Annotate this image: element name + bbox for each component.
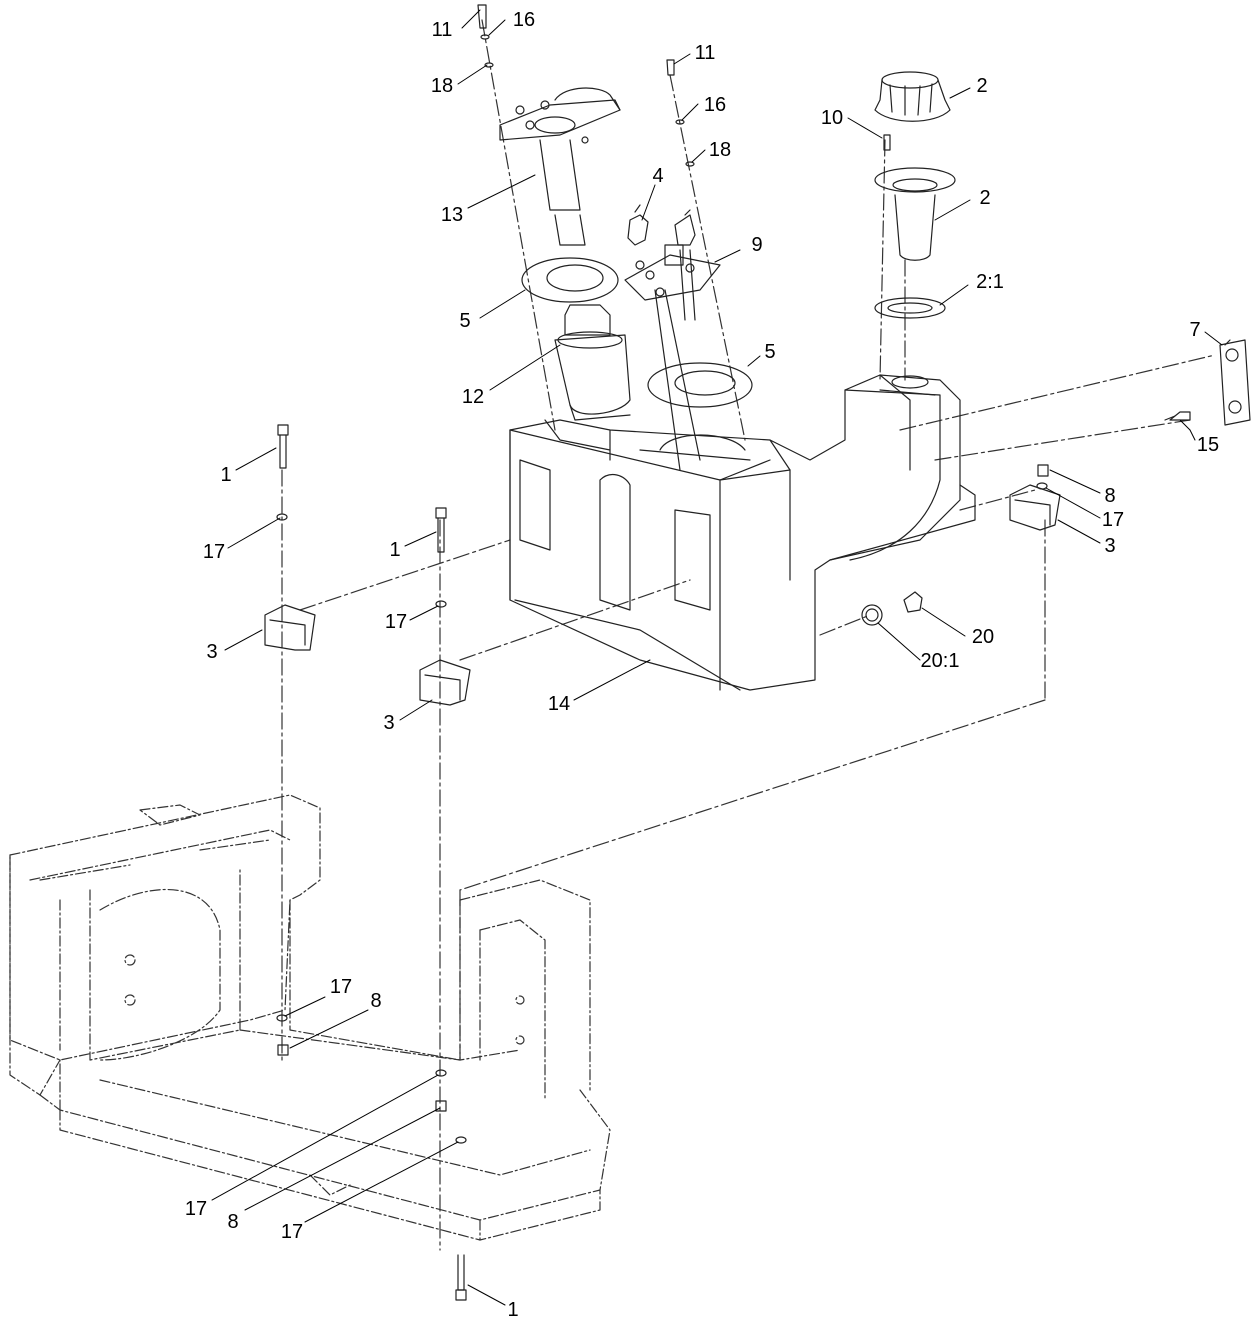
callout-1-center: 1 (389, 539, 401, 561)
isolator-3-right (1009, 484, 1061, 531)
fuel-cap-2 (874, 71, 951, 122)
gasket-2-1 (874, 297, 946, 319)
callout-9: 9 (751, 234, 763, 256)
gasket-5-left (521, 257, 619, 303)
callout-5-left: 5 (459, 310, 471, 332)
callout-12: 12 (461, 386, 485, 408)
callout-4: 4 (652, 165, 664, 187)
bracket-7 (1219, 339, 1251, 426)
callout-17-left: 17 (202, 541, 226, 563)
callout-16-top-center: 16 (703, 94, 727, 116)
fittings-4 (627, 204, 696, 246)
isolator-3-left (264, 604, 316, 651)
callout-3-left: 3 (206, 641, 218, 663)
callout-17-frame-lower-right: 17 (280, 1221, 304, 1243)
hardware (276, 4, 1049, 1144)
callout-2-cap: 2 (976, 75, 988, 97)
callout-3-center: 3 (383, 712, 395, 734)
gasket-5-right (647, 362, 753, 408)
callout-13: 13 (440, 204, 464, 226)
callout-8-right: 8 (1104, 485, 1116, 507)
callout-8-frame-upper: 8 (370, 990, 382, 1012)
callout-18-top-left: 18 (430, 75, 454, 97)
fuel-tank (509, 374, 976, 691)
callout-3-right: 3 (1104, 535, 1116, 557)
filler-neck-2 (874, 167, 956, 261)
mounting-frame (9, 794, 611, 1241)
callout-17-right: 17 (1101, 509, 1125, 531)
callout-5-right: 5 (764, 341, 776, 363)
callout-11-top-left: 11 (431, 19, 453, 41)
isolator-3-center (419, 659, 471, 706)
callout-1-left: 1 (220, 464, 232, 486)
callout-1-bottom: 1 (507, 1299, 519, 1321)
callout-15: 15 (1196, 434, 1220, 456)
callout-11-top-center: 11 (694, 42, 716, 64)
leader-lines (211, 9, 1223, 1306)
filter-12 (554, 304, 631, 421)
bolts-1 (277, 424, 467, 1301)
callout-14: 14 (547, 693, 571, 715)
callout-17-center: 17 (384, 611, 408, 633)
callout-2-neck: 2 (979, 187, 991, 209)
callout-17-frame-lower-left: 17 (184, 1198, 208, 1220)
callout-10: 10 (820, 107, 844, 129)
callout-7: 7 (1189, 319, 1201, 341)
sensor-15 (1164, 411, 1191, 421)
fuel-sender-13 (499, 87, 621, 246)
callout-18-top-center: 18 (708, 139, 732, 161)
callout-20-1: 20:1 (920, 650, 960, 672)
callout-16-top-left: 16 (512, 9, 536, 31)
callout-2-1: 2:1 (976, 271, 1004, 293)
callout-8-frame-lower: 8 (227, 1211, 239, 1233)
callout-17-frame-upper: 17 (329, 976, 353, 998)
callout-20: 20 (971, 626, 995, 648)
assembly-lines (281, 19, 1216, 1251)
